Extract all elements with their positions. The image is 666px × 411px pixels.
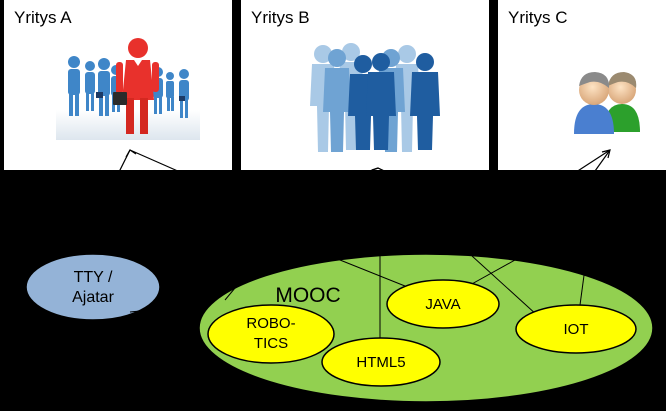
- people-silhouettes-icon: [310, 43, 440, 152]
- tty-connector-line: [129, 309, 151, 313]
- java-topic-label: JAVA: [425, 296, 460, 313]
- connector-a-right: [129, 149, 181, 173]
- robotics-topic-label-line1: ROBO-: [246, 315, 295, 332]
- iot-topic-ellipse: [515, 304, 637, 354]
- briefcase-icons: [96, 92, 185, 101]
- arrow-head-b: [371, 167, 385, 172]
- mooc-line-iot-right: [579, 267, 586, 306]
- arrow-head-a: [125, 149, 137, 158]
- mooc-line-java: [334, 257, 411, 289]
- company-a-label: Yritys A: [14, 8, 72, 27]
- tty-label-line1: TTY /: [74, 269, 113, 286]
- tty-node-ellipse: [25, 253, 161, 321]
- html5-topic-label: HTML5: [356, 354, 405, 371]
- user-pair-icon: [574, 72, 640, 134]
- robotics-topic-ellipse: [207, 304, 335, 364]
- red-leader-figure: [113, 38, 159, 134]
- mooc-ellipse: [198, 253, 654, 403]
- tty-label-line2: Ajatar: [72, 289, 114, 306]
- arrow-heads: [125, 149, 611, 172]
- company-c-label: Yritys C: [508, 8, 568, 27]
- green-user-figure: [604, 72, 640, 132]
- java-topic-ellipse: [386, 279, 500, 329]
- connector-c-right: [589, 149, 611, 179]
- iot-topic-label: IOT: [564, 321, 589, 338]
- company-a-box: Yritys A: [4, 0, 232, 170]
- company-b-label: Yritys B: [251, 8, 310, 27]
- html5-topic-ellipse: [321, 337, 441, 387]
- mooc-line-java-right: [469, 259, 516, 286]
- mooc-inner-lines: [224, 254, 586, 340]
- mooc-line-iot: [471, 255, 539, 317]
- company-connector-lines: [109, 149, 611, 191]
- silhouette-group: [310, 43, 440, 152]
- arrow-head-c: [601, 149, 611, 159]
- blue-user-figure: [574, 72, 614, 134]
- robotics-topic-label-line2: TICS: [254, 335, 288, 352]
- business-people-figures-icon: [56, 38, 200, 140]
- mooc-label: MOOC: [275, 284, 340, 307]
- company-c-box: Yritys C: [498, 0, 666, 170]
- mooc-line-robotics: [224, 281, 241, 301]
- connector-c-left: [569, 149, 611, 177]
- company-b-box: Yritys B: [241, 0, 489, 170]
